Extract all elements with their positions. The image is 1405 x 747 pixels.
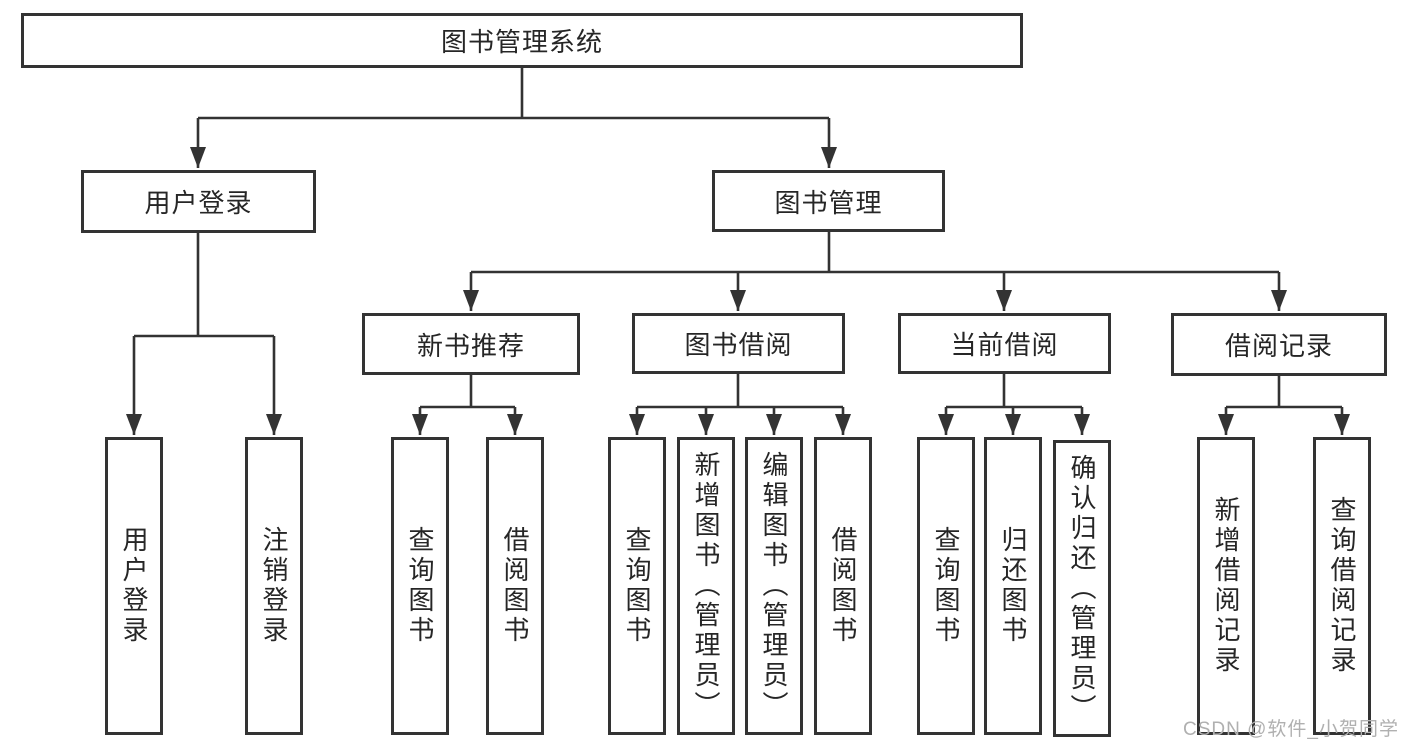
node-book-management-label: 图书管理 xyxy=(774,187,883,218)
node-borrow-records: 借阅记录 xyxy=(1171,313,1387,376)
node-new-books-label: 新书推荐 xyxy=(416,330,525,361)
leaf-logout: 注销登录 xyxy=(245,437,303,735)
node-root-label: 图书管理系统 xyxy=(440,27,603,57)
leaf-newbooks-query: 查询图书 xyxy=(391,437,449,735)
leaf-borrow-edit-label: 编辑图书（管理员） xyxy=(759,451,789,721)
node-book-borrow-label: 图书借阅 xyxy=(684,330,793,360)
leaf-newbooks-query-label: 查询图书 xyxy=(405,526,435,646)
leaf-current-confirm-label: 确认归还（管理员） xyxy=(1067,453,1097,724)
leaf-user-login: 用户登录 xyxy=(105,437,163,735)
leaf-records-add: 新增借阅记录 xyxy=(1197,437,1255,735)
node-book-management: 图书管理 xyxy=(712,170,945,232)
leaf-records-query: 查询借阅记录 xyxy=(1313,437,1371,735)
leaf-current-return-label: 归还图书 xyxy=(998,526,1028,646)
leaf-records-query-label: 查询借阅记录 xyxy=(1327,496,1357,676)
leaf-current-confirm: 确认归还（管理员） xyxy=(1053,440,1111,737)
leaf-borrow-add: 新增图书（管理员） xyxy=(677,437,735,735)
node-user-login: 用户登录 xyxy=(81,170,316,233)
leaf-newbooks-borrow: 借阅图书 xyxy=(486,437,544,735)
leaf-borrow-edit: 编辑图书（管理员） xyxy=(745,437,803,735)
leaf-borrow-add-label: 新增图书（管理员） xyxy=(691,451,721,721)
leaf-records-add-label: 新增借阅记录 xyxy=(1211,496,1241,676)
node-current-borrow: 当前借阅 xyxy=(898,313,1111,374)
leaf-borrow-borrow-label: 借阅图书 xyxy=(828,526,858,646)
leaf-current-query: 查询图书 xyxy=(917,437,975,735)
node-new-books: 新书推荐 xyxy=(362,313,580,375)
leaf-borrow-query: 查询图书 xyxy=(608,437,666,735)
node-current-borrow-label: 当前借阅 xyxy=(950,330,1059,360)
leaf-borrow-query-label: 查询图书 xyxy=(622,526,652,646)
csdn-watermark: CSDN @软件_小贺同学 xyxy=(1183,719,1399,740)
node-user-login-label: 用户登录 xyxy=(144,188,253,218)
leaf-user-login-label: 用户登录 xyxy=(119,526,149,646)
node-borrow-records-label: 借阅记录 xyxy=(1224,331,1333,361)
leaf-current-return: 归还图书 xyxy=(984,437,1042,735)
node-book-borrow: 图书借阅 xyxy=(632,313,845,374)
leaf-newbooks-borrow-label: 借阅图书 xyxy=(500,526,530,646)
leaf-current-query-label: 查询图书 xyxy=(931,526,961,646)
leaf-logout-label: 注销登录 xyxy=(259,526,289,646)
node-root: 图书管理系统 xyxy=(21,13,1023,68)
leaf-borrow-borrow: 借阅图书 xyxy=(814,437,872,735)
